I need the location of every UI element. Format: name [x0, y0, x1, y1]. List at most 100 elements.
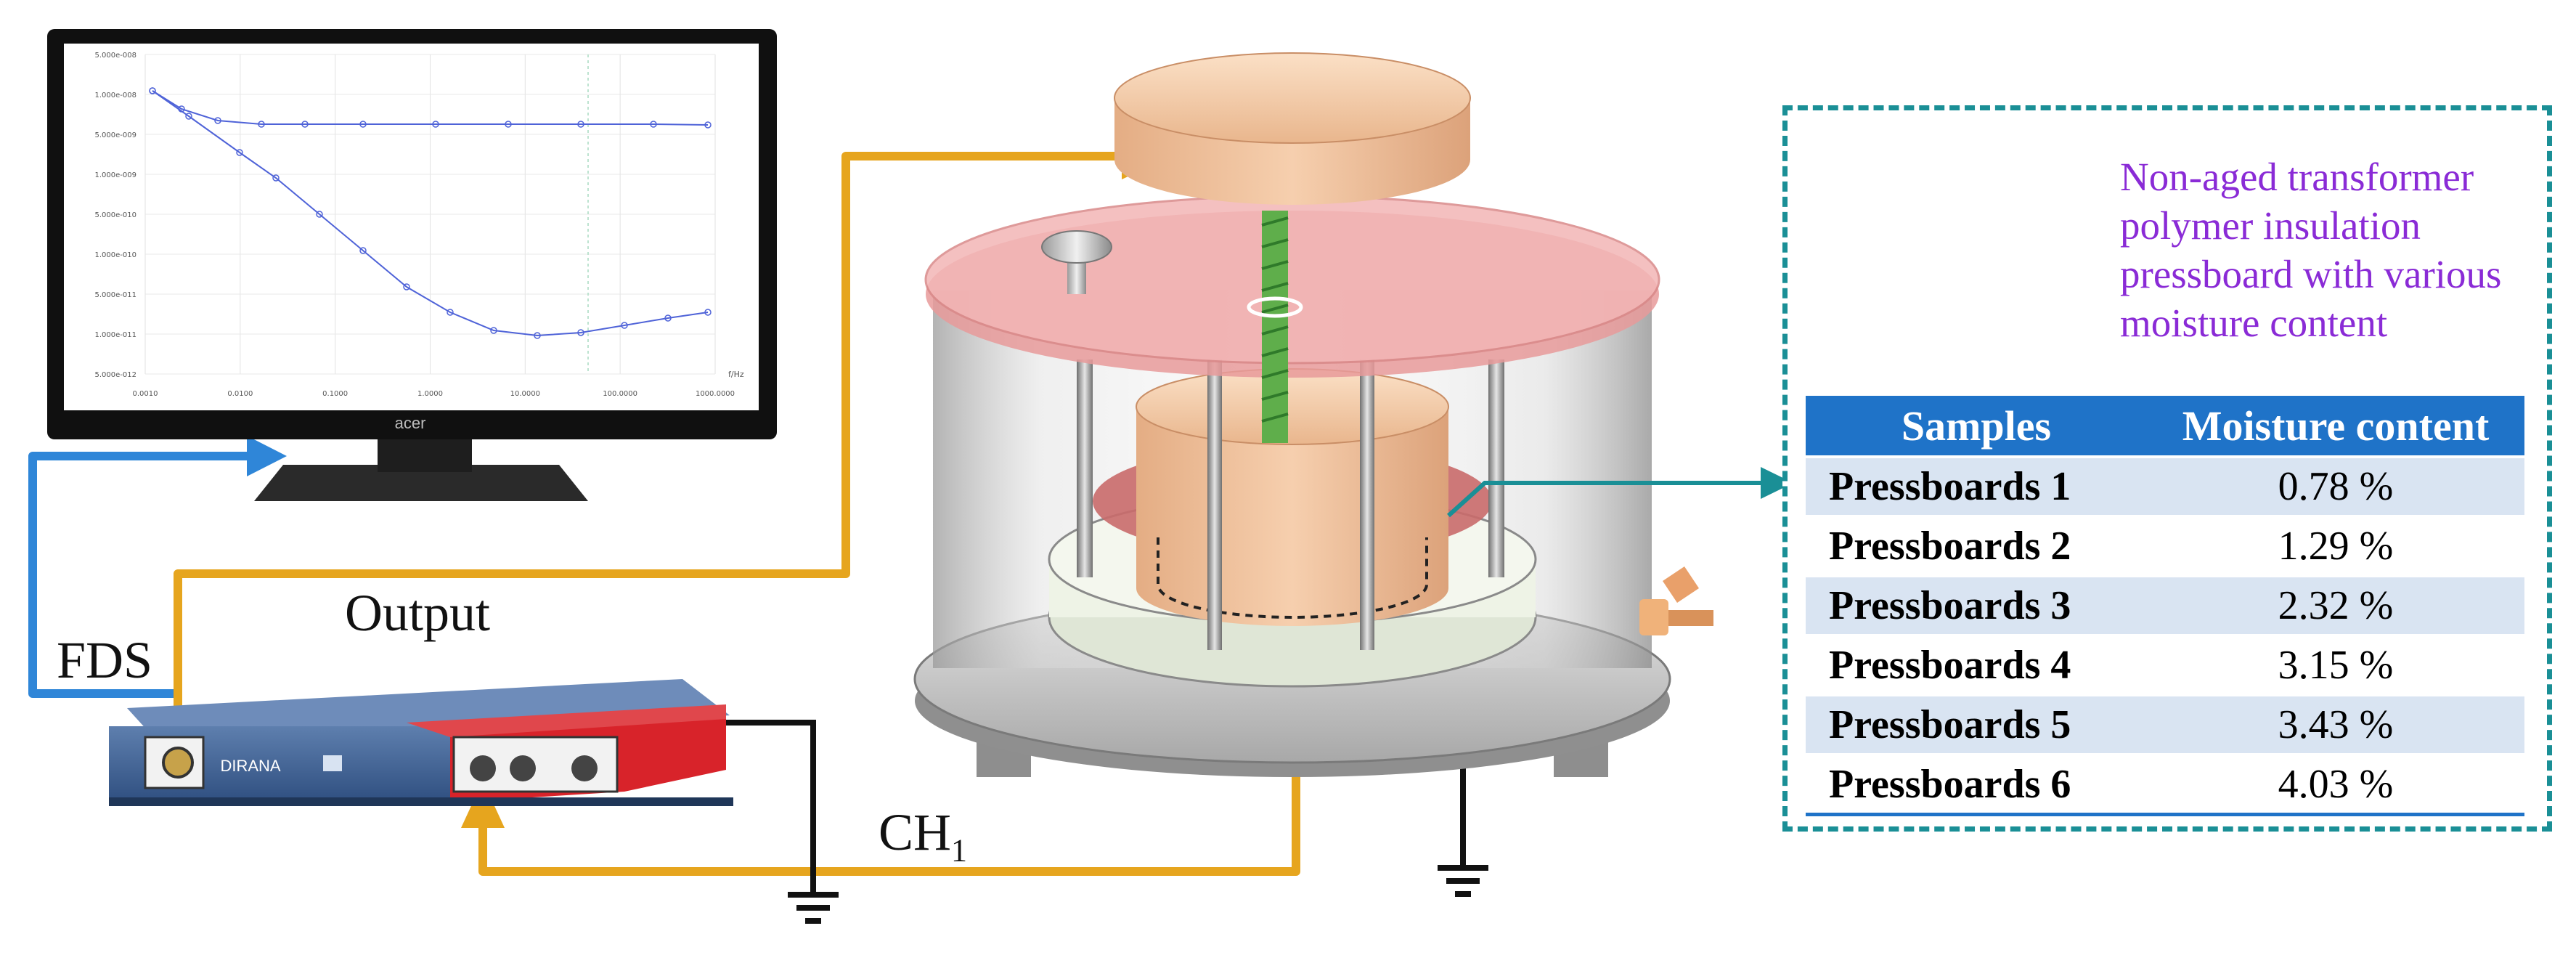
plot-point [650, 121, 657, 128]
fds-label: FDS [57, 631, 153, 689]
table-row: Pressboards 3 2.32 % [1806, 574, 2524, 635]
plot-y-tick-label: 1.000e-011 [95, 331, 136, 339]
table-row: Pressboards 5 3.43 % [1806, 694, 2524, 755]
top-electrode-top [1114, 52, 1471, 144]
plot-point [577, 329, 584, 336]
plot-x-tick-label: 0.0100 [227, 390, 253, 398]
moisture-table: Samples Moisture content Pressboards 1 0… [1806, 396, 2524, 816]
pointer-line [1446, 481, 1764, 518]
header-moisture-content: Moisture content [2147, 396, 2524, 457]
cell-rod-mid-left [1207, 359, 1222, 650]
plot-y-tick-label: 5.000e-011 [95, 291, 136, 299]
shaft-collar [1247, 296, 1303, 318]
monitor-brand-logo: acer [395, 414, 426, 432]
plot-point [272, 174, 280, 182]
monitor-stand-base [254, 465, 588, 501]
table-row: Pressboards 6 4.03 % [1806, 753, 2524, 815]
sample-name: Pressboards 2 [1806, 515, 2147, 576]
plot-point [214, 117, 221, 124]
plot-point [149, 87, 156, 94]
plot-x-unit: f/Hz [728, 370, 744, 379]
device-ch2-connector [510, 755, 536, 781]
plot-y-tick-label: 5.000e-012 [95, 371, 136, 379]
header-samples: Samples [1806, 396, 2147, 457]
sample-name: Pressboards 4 [1806, 634, 2147, 695]
sample-name: Pressboards 6 [1806, 753, 2147, 815]
moisture-value: 3.43 % [2147, 694, 2524, 755]
plot-y-tick-label: 5.000e-009 [95, 131, 136, 139]
test-cell [913, 52, 1713, 777]
plot-point [301, 121, 309, 128]
orange-output-cable [174, 152, 1129, 763]
table-row: Pressboards 4 3.15 % [1806, 634, 2524, 695]
device-output-connector [162, 747, 194, 779]
device-ch1-connector [470, 755, 496, 781]
sample-name: Pressboards 1 [1806, 455, 2147, 516]
plot-x-tick-label: 0.0010 [133, 390, 158, 398]
cell-rod-left [1077, 359, 1093, 577]
plot-point [359, 121, 367, 128]
plot-point [621, 322, 628, 329]
ch1-label: CH1 [879, 806, 967, 866]
monitor: acer [47, 29, 777, 501]
plot-x-tick-label: 1000.0000 [696, 390, 735, 398]
orange-ch1-cable [478, 773, 1300, 876]
plot-series-curve [152, 90, 709, 337]
monitor-screen [64, 44, 759, 410]
cell-lid-top [924, 195, 1660, 365]
device-brand-logo: DIRANA [220, 757, 280, 775]
ch-label-text: CH [879, 803, 952, 861]
device-red-stripe-top [407, 704, 726, 737]
device-power-icon [323, 755, 342, 771]
plot-point [185, 113, 192, 120]
plot-y-tick-label: 1.000e-009 [95, 171, 136, 179]
plot-point [505, 121, 512, 128]
table-row: Pressboards 2 1.29 % [1806, 515, 2524, 576]
output-label: Output [345, 584, 491, 642]
moisture-value: 0.78 % [2147, 455, 2524, 516]
drain-valve-body [1639, 599, 1668, 635]
plot-point [664, 314, 672, 322]
ground-wires [715, 720, 1466, 895]
plot-point [403, 283, 410, 290]
plot-y-tick-label: 1.000e-008 [95, 92, 136, 99]
device-ch3-connector [571, 755, 598, 781]
ground-symbol-right [1438, 865, 1488, 897]
plot-x-tick-label: 1.0000 [417, 390, 443, 398]
plot-x-tick-label: 100.0000 [603, 390, 637, 398]
drain-valve-handle [1663, 566, 1699, 603]
pointer-arrowhead [1761, 467, 1793, 499]
plot-point [236, 149, 243, 156]
plot-y-tick-label: 5.000e-010 [95, 211, 136, 219]
moisture-value: 4.03 % [2147, 753, 2524, 815]
lower-electrode-top [1136, 368, 1449, 445]
shaft-threads [1261, 216, 1289, 423]
plot-y-tick-label: 1.000e-010 [95, 251, 136, 259]
moisture-value: 3.15 % [2147, 634, 2524, 695]
sample-name: Pressboards 5 [1806, 694, 2147, 755]
plot-point [490, 327, 497, 334]
plot-point [577, 121, 584, 128]
cell-rod-mid-right [1360, 359, 1374, 650]
plot-point [447, 309, 454, 316]
device-side [109, 797, 733, 806]
dirana-device: DIRANA [109, 679, 733, 806]
moisture-value: 2.32 % [2147, 574, 2524, 635]
moisture-value: 1.29 % [2147, 515, 2524, 576]
plot-y-tick-label: 5.000e-008 [95, 52, 136, 60]
table-header-row: Samples Moisture content [1806, 396, 2524, 457]
plot-point [359, 247, 367, 254]
lid-bolt-head [1041, 230, 1112, 264]
blue-arrowhead [247, 436, 287, 476]
plot-x-tick-label: 10.0000 [510, 390, 540, 398]
sample-description: Non-aged transformer polymer insulation … [2120, 155, 2502, 345]
plot-point [432, 121, 439, 128]
ground-symbol-left [788, 892, 839, 924]
plot-point [704, 309, 712, 316]
plot-point [258, 121, 265, 128]
plot-point [704, 121, 712, 129]
sample-name: Pressboards 3 [1806, 574, 2147, 635]
blue-fds-cable [28, 452, 258, 733]
